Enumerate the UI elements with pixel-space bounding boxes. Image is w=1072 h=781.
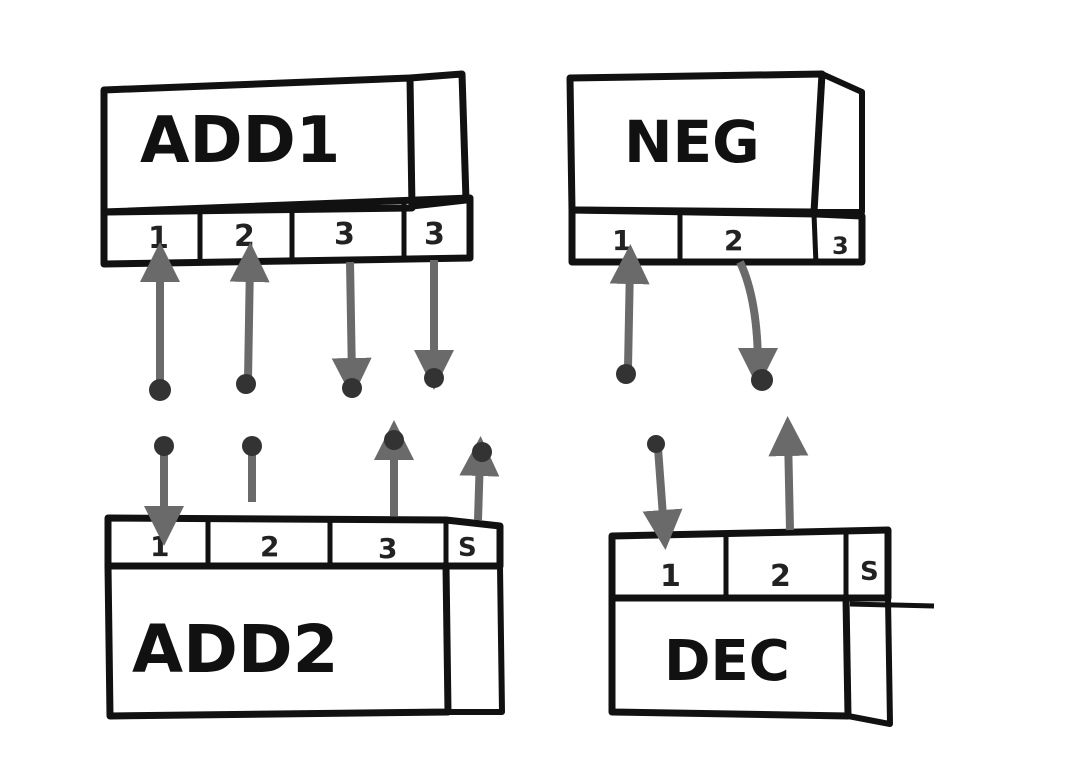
- terminal-neg-1: [616, 364, 636, 384]
- port-label-add1-4: 3: [424, 217, 445, 252]
- terminal-add2-3: [384, 430, 404, 450]
- port-label-add2-2: 2: [260, 530, 279, 563]
- arrow-add1-port2-in: [229, 242, 270, 381]
- terminal-add1-2: [236, 374, 256, 394]
- connections-add1: [140, 242, 454, 398]
- port-label-dec-1: 1: [660, 559, 681, 594]
- port-label-add1-3: 3: [334, 217, 355, 252]
- block-label-add2: ADD2: [132, 611, 339, 688]
- terminal-add1-3: [342, 378, 362, 398]
- terminal-add2-2: [242, 436, 262, 456]
- terminals-add1: [149, 368, 444, 401]
- terminal-add1-1: [149, 379, 171, 401]
- block-add1: ADD1 1 2 3 3: [100, 70, 474, 268]
- arrow-dec-port2-out: [768, 416, 809, 531]
- arrow-dec-port1-in: [642, 447, 683, 550]
- connections-dec: [642, 416, 809, 550]
- block-label-add1: ADD1: [140, 104, 340, 178]
- terminals-dec: [647, 435, 665, 453]
- arrow-neg-port2-out: [736, 260, 778, 388]
- block-dec: DEC 1 2 S: [608, 526, 935, 727]
- terminal-add1-4: [424, 368, 444, 388]
- arrow-neg-port1-in: [609, 244, 650, 369]
- terminal-neg-2: [751, 369, 773, 391]
- port-label-add1-1: 1: [148, 221, 169, 256]
- port-label-neg-1: 1: [612, 224, 631, 257]
- terminal-add2-1: [154, 436, 174, 456]
- block-label-neg: NEG: [624, 108, 760, 176]
- port-label-add2-4: S: [458, 533, 477, 563]
- port-label-add2-1: 1: [150, 530, 169, 563]
- terminals-neg: [616, 364, 773, 391]
- block-add2: ADD2 1 2 3 S: [104, 514, 505, 720]
- port-label-dec-3: S: [860, 557, 879, 587]
- terminal-dec-1: [647, 435, 665, 453]
- block-neg: NEG 1 2 3: [566, 70, 866, 266]
- port-label-dec-2: 2: [770, 559, 791, 594]
- connections-add2: [144, 420, 500, 546]
- connections-neg: [609, 244, 778, 388]
- terminal-add2-4: [472, 442, 492, 462]
- port-label-neg-2: 2: [724, 224, 743, 257]
- terminals-add2: [154, 430, 492, 462]
- port-label-add1-2: 2: [234, 219, 255, 254]
- block-label-dec: DEC: [664, 629, 790, 694]
- port-label-add2-3: 3: [378, 532, 397, 565]
- arrow-add2-port4-out: [459, 436, 500, 521]
- port-label-neg-3: 3: [832, 232, 849, 260]
- arrow-add1-port3-out: [331, 261, 372, 398]
